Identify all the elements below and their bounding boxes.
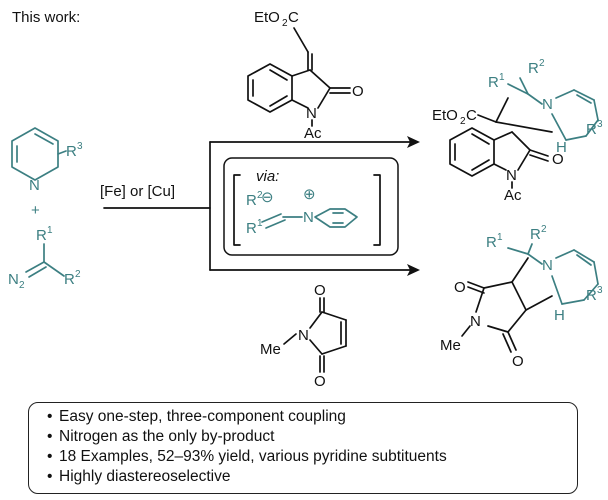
prod2-r2-label: R bbox=[530, 226, 541, 243]
prod1-r1-label: R bbox=[488, 74, 499, 91]
prod2-r3-sup: 3 bbox=[597, 285, 603, 296]
diazo-structure: R 1 N 2 R 2 bbox=[8, 225, 81, 291]
pyridine-r3-label: R bbox=[66, 143, 77, 160]
prod2-o-top: O bbox=[454, 279, 466, 296]
highlight-item: Nitrogen as the only by-product bbox=[47, 427, 577, 447]
prod1-ester-sub: 2 bbox=[460, 116, 466, 127]
branch-arrows bbox=[209, 136, 420, 276]
diazo-n2-sub: 2 bbox=[19, 280, 25, 291]
prod2-r3-label: R bbox=[586, 287, 597, 304]
ylide-intermediate-box: via: R 2 ⊖ ⊕ R 1 N bbox=[223, 157, 399, 256]
maleimide-n-label: N bbox=[298, 327, 309, 344]
diazo-r1-sup: 1 bbox=[47, 225, 53, 236]
prod1-ester-label: EtO bbox=[432, 107, 458, 124]
maleimide-o-top: O bbox=[314, 282, 326, 299]
diazo-r2-sup: 2 bbox=[75, 269, 81, 280]
prod2-r1-sup: 1 bbox=[497, 232, 503, 243]
diazo-r2-label: R bbox=[64, 271, 75, 288]
maleimide-me-label: Me bbox=[260, 341, 281, 358]
prod2-me-label: Me bbox=[440, 337, 461, 354]
via-label: via: bbox=[256, 168, 279, 185]
highlights-box: Easy one-step, three-component coupling … bbox=[28, 402, 578, 494]
prod2-n-imide-label: N bbox=[470, 313, 481, 330]
prod1-r3-label: R bbox=[586, 121, 597, 138]
reagent-ester-c: C bbox=[288, 9, 299, 26]
prod1-r3-sup: 3 bbox=[597, 119, 603, 130]
prod1-r2-sup: 2 bbox=[539, 58, 545, 69]
ylide-r1-label: R bbox=[246, 220, 257, 237]
prod2-o-bottom: O bbox=[512, 353, 524, 370]
reagent-ester-label: EtO bbox=[254, 9, 280, 26]
prod1-o-label: O bbox=[552, 151, 564, 168]
ylide-plus-charge: ⊕ bbox=[303, 186, 316, 203]
highlight-item: 18 Examples, 52–93% yield, various pyrid… bbox=[47, 447, 577, 467]
prod2-n-label: N bbox=[542, 257, 553, 274]
highlight-item: Easy one-step, three-component coupling bbox=[47, 407, 577, 427]
prod1-ac-label: Ac bbox=[504, 187, 522, 204]
maleimide-reagent: O N Me O bbox=[260, 282, 347, 390]
prod1-n-label: N bbox=[542, 96, 553, 113]
plus-sign: + bbox=[31, 202, 40, 219]
ylide-minus-charge: ⊖ bbox=[261, 189, 274, 206]
pyridine-r3-sup: 3 bbox=[77, 141, 83, 152]
spirooxindole-product: R 1 R 2 N R 3 H EtO 2 C O N bbox=[432, 58, 603, 204]
maleimide-product: R 1 R 2 N R 3 H O N Me O bbox=[440, 224, 603, 370]
reaction-scheme: This work: N R 3 + R 1 N 2 R 2 [Fe] or [… bbox=[8, 9, 603, 390]
prod1-n-oxindole-label: N bbox=[506, 167, 517, 184]
pyridine-n-label: N bbox=[29, 177, 40, 194]
reagent-o-label: O bbox=[352, 83, 364, 100]
highlight-item: Highly diastereoselective bbox=[47, 467, 577, 487]
prod2-r1-label: R bbox=[486, 234, 497, 251]
diazo-r1-label: R bbox=[36, 227, 47, 244]
isatylidene-reagent: EtO 2 C O N Ac bbox=[247, 9, 364, 142]
ylide-n-label: N bbox=[303, 209, 314, 226]
maleimide-o-bottom: O bbox=[314, 373, 326, 390]
reagent-ester-sub: 2 bbox=[282, 18, 288, 29]
prod1-ester-c: C bbox=[466, 107, 477, 124]
prod2-h-label: H bbox=[554, 307, 565, 324]
reagent-n-label: N bbox=[306, 105, 317, 122]
prod1-h-label: H bbox=[556, 139, 567, 156]
ylide-r2-sup: 2 bbox=[257, 190, 263, 201]
ylide-r1-sup: 1 bbox=[257, 218, 263, 229]
scheme-title: This work: bbox=[12, 9, 80, 26]
reaction-conditions: [Fe] or [Cu] bbox=[100, 183, 175, 200]
reagent-ac-label: Ac bbox=[304, 125, 322, 142]
pyridine-structure: N R 3 bbox=[11, 127, 83, 194]
ylide-r2-label: R bbox=[246, 192, 257, 209]
prod1-r2-label: R bbox=[528, 60, 539, 77]
prod2-r2-sup: 2 bbox=[541, 224, 547, 235]
diazo-n2-label: N bbox=[8, 271, 19, 288]
prod1-r1-sup: 1 bbox=[499, 72, 505, 83]
